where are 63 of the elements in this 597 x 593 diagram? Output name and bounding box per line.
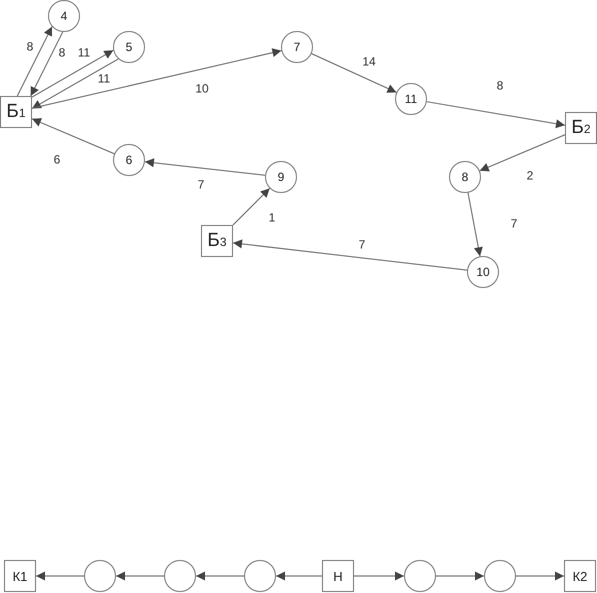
node-circle [164, 560, 196, 592]
node-circle [404, 560, 436, 592]
arrow [232, 239, 468, 271]
arrow [354, 572, 404, 580]
edge-label: 11 [96, 72, 112, 86]
arrow [30, 31, 64, 96]
arrow [516, 572, 564, 580]
node-circle [265, 161, 297, 193]
edge-label: 8 [496, 80, 504, 92]
arrow [32, 50, 114, 98]
node-box [0, 96, 32, 128]
arrow [16, 26, 52, 96]
edge-label: 7 [196, 178, 206, 192]
edge-label: 2 [526, 170, 534, 182]
edge-label: 10 [194, 82, 210, 96]
node-circle [244, 560, 276, 592]
node-circle [113, 31, 145, 63]
arrow [116, 572, 164, 580]
arrow [276, 572, 322, 580]
node-label: 9 [278, 170, 284, 184]
node-label: 4 [60, 9, 68, 23]
node-box [4, 560, 36, 592]
node-label: 5 [126, 40, 132, 54]
arrow [426, 101, 566, 128]
arrow [32, 118, 115, 154]
arrow [479, 134, 566, 172]
node-label: 8 [462, 170, 468, 184]
edge-label: 6 [52, 154, 62, 166]
arrow [436, 572, 484, 580]
edge-label: 8 [58, 46, 66, 60]
node-circle [84, 560, 116, 592]
node-label: К2 [572, 568, 588, 584]
node-label: 7 [294, 40, 300, 54]
arrow [196, 572, 244, 580]
node-circle [281, 31, 313, 63]
node-circle [449, 161, 481, 193]
node-circle [467, 256, 499, 288]
edge-label: 7 [510, 218, 518, 230]
arrow [32, 48, 282, 109]
node-label: 11 [404, 92, 418, 106]
edge-label: 11 [76, 46, 92, 60]
node-circle [484, 560, 516, 592]
edge-label: 1 [268, 212, 276, 224]
arrow [144, 158, 266, 176]
node-box [564, 560, 596, 592]
node-circle [395, 83, 427, 115]
edge-label: 8 [26, 40, 34, 54]
node-label: К1 [12, 568, 28, 584]
node-label: 10 [476, 265, 490, 279]
node-circle [113, 144, 145, 176]
arrow [232, 188, 270, 226]
edge-label: 7 [358, 238, 366, 252]
node-box [201, 225, 233, 257]
node-label: 6 [126, 153, 132, 167]
node-label: Н [333, 568, 343, 584]
edge-label: 14 [361, 56, 377, 68]
node-circle [48, 0, 80, 32]
node-box [322, 560, 354, 592]
arrow [467, 192, 483, 257]
arrow [311, 53, 397, 93]
arrow [36, 572, 84, 580]
arrow [32, 58, 119, 110]
node-box [565, 112, 597, 144]
